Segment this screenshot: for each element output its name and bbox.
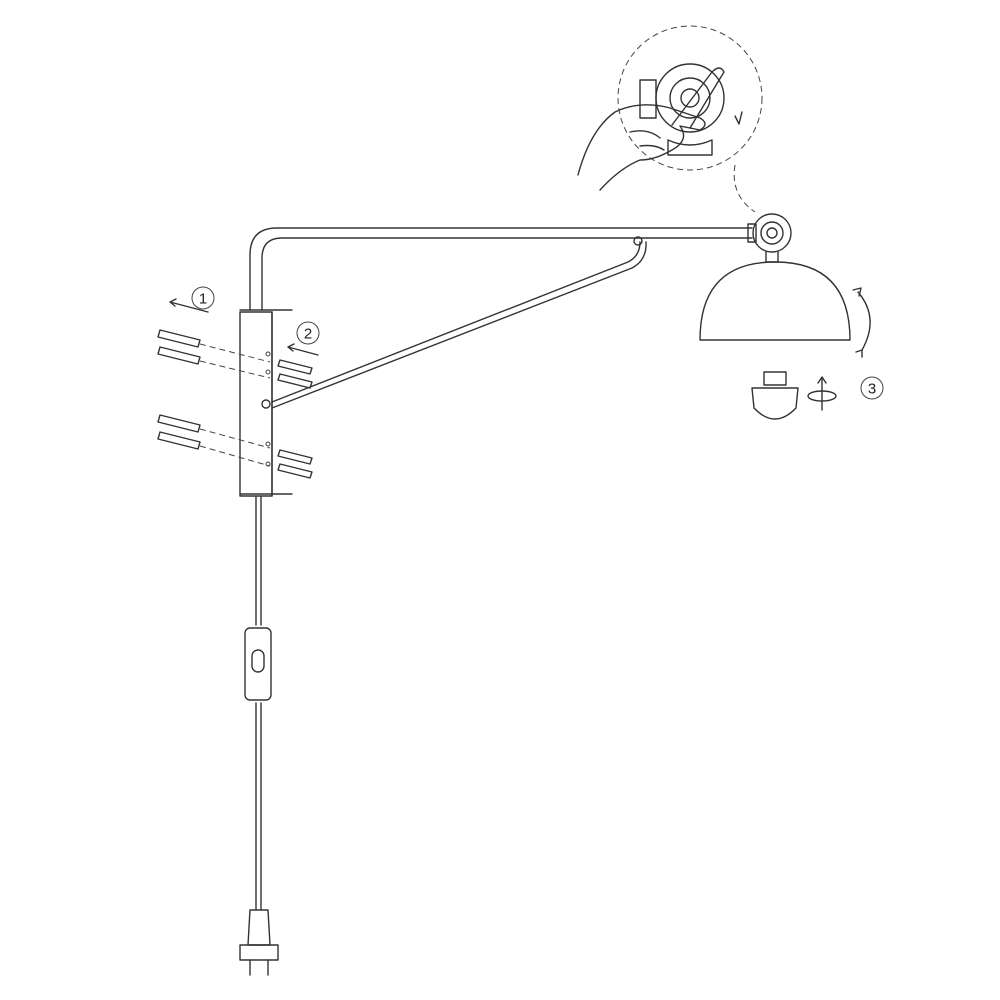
step-3-label: 3 (868, 381, 876, 398)
step-2-badge (296, 321, 320, 345)
wall-plate (239, 309, 293, 497)
rotate-arrow-icon (734, 111, 743, 125)
step-1-label: 1 (199, 291, 207, 308)
step-2-label: 2 (304, 326, 312, 343)
lamp-arm (249, 223, 757, 409)
joint-detail-inset (617, 25, 763, 213)
gu10-bulb (751, 371, 837, 420)
step-3-badge (860, 376, 884, 400)
inline-switch (244, 627, 272, 701)
arrow-icon (287, 343, 319, 356)
power-plug (239, 909, 279, 976)
arrow-icon (169, 298, 209, 313)
lamp-shade (699, 261, 871, 358)
lamp-joint (752, 213, 792, 263)
step-1-badge (191, 286, 215, 310)
dowels-and-screws (157, 298, 319, 479)
hand-illustration (577, 67, 725, 191)
tilt-arrow-icon (857, 291, 871, 351)
power-cable (244, 496, 272, 911)
